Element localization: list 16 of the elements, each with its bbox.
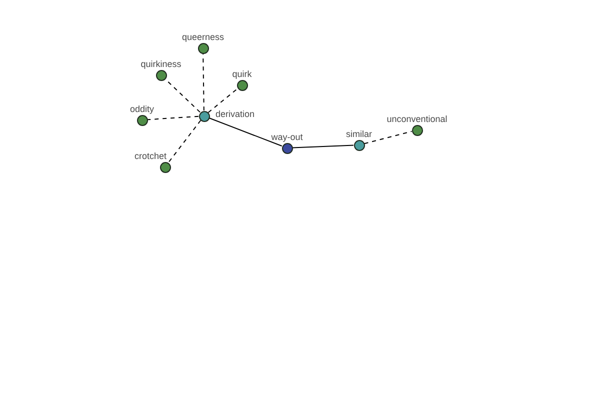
node-label: unconventional: [386, 114, 448, 124]
connector-line: [168, 120, 202, 164]
connector-line: [202, 53, 204, 111]
node-label: quirkiness: [140, 58, 182, 68]
connector-line: [147, 116, 199, 120]
node-label: way-out: [271, 132, 303, 142]
connector-line: [208, 117, 282, 147]
node-label: derivation: [216, 108, 255, 118]
node-label: quirk: [232, 68, 252, 78]
connector-line: [292, 144, 354, 148]
node-label: similar: [346, 128, 372, 138]
node-label: crotchet: [134, 150, 166, 160]
connector-line: [364, 130, 412, 144]
node-label: oddity: [130, 104, 154, 114]
connector-line: [208, 88, 238, 114]
node-label: queerness: [182, 32, 224, 42]
